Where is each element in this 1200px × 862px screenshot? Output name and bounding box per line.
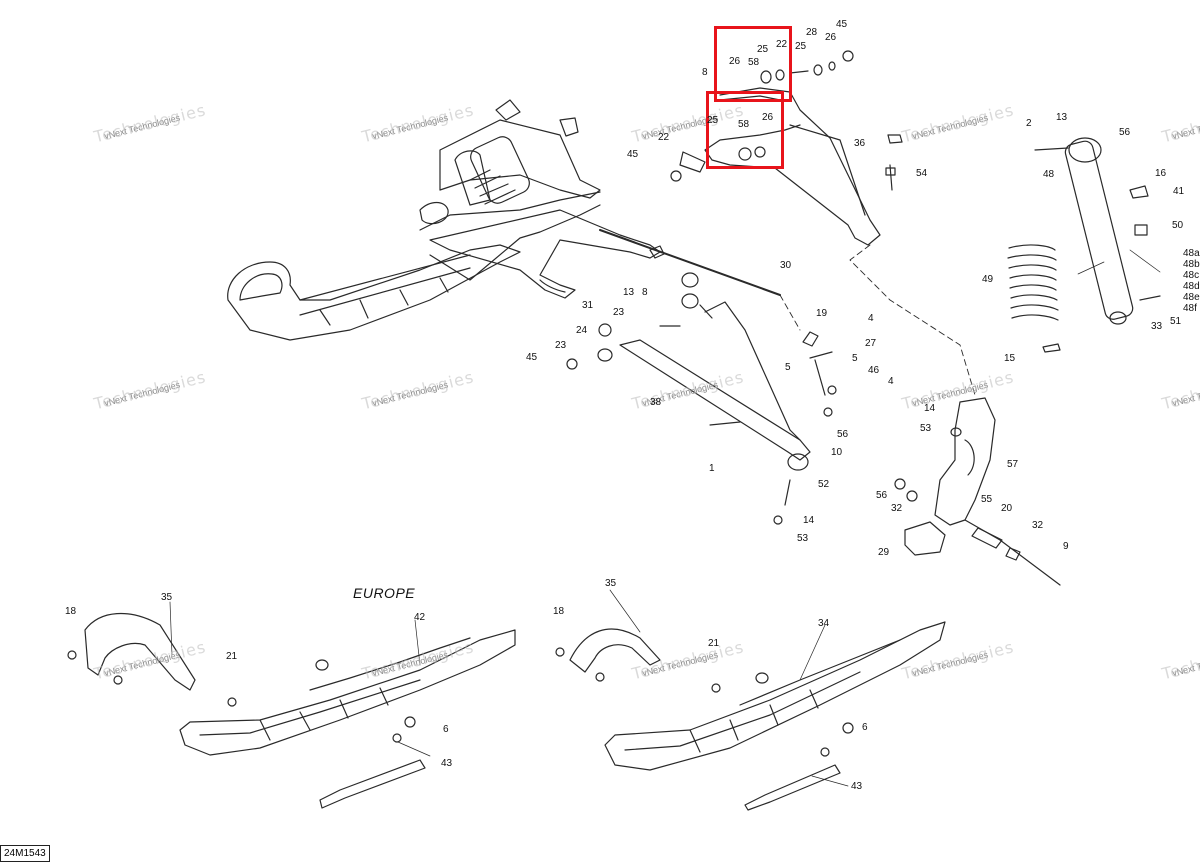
callout-label[interactable]: 14	[803, 515, 815, 526]
leader-lines	[779, 244, 976, 396]
callout-label[interactable]: 53	[920, 423, 932, 434]
callout-label[interactable]: 21	[708, 638, 720, 649]
callout-leaders	[169, 249, 1161, 787]
callout-label[interactable]: 22	[776, 39, 788, 50]
callout-label[interactable]: 51	[1170, 316, 1182, 327]
callout-label[interactable]: 31	[582, 300, 594, 311]
europe-ski-assembly	[67, 613, 516, 809]
callout-label[interactable]: 14	[924, 403, 936, 414]
shock-and-spring	[1007, 137, 1161, 353]
callout-label[interactable]: 54	[916, 168, 928, 179]
callout-label[interactable]: 21	[226, 651, 238, 662]
callout-label[interactable]: 56	[1119, 127, 1131, 138]
callout-label[interactable]: 19	[816, 308, 828, 319]
callout-label[interactable]: 35	[161, 592, 173, 603]
callout-label[interactable]: 13	[1056, 112, 1068, 123]
callout-label[interactable]: 48f	[1183, 303, 1197, 314]
callout-label[interactable]: 57	[1007, 459, 1019, 470]
assembled-ski-suspension	[227, 99, 781, 341]
callout-label[interactable]: 38	[650, 397, 662, 408]
callout-label[interactable]: 9	[1063, 541, 1069, 552]
callout-label[interactable]: 46	[868, 365, 880, 376]
callout-label[interactable]: 56	[876, 490, 888, 501]
callout-label[interactable]: 16	[1155, 168, 1167, 179]
callout-label[interactable]: 32	[1032, 520, 1044, 531]
callout-label[interactable]: 43	[441, 758, 453, 769]
callout-label[interactable]: 58	[748, 57, 760, 68]
callout-label[interactable]: 5	[852, 353, 858, 364]
callout-label[interactable]: 25	[795, 41, 807, 52]
callout-label[interactable]: 26	[825, 32, 837, 43]
upper-a-arm	[670, 50, 903, 246]
callout-label[interactable]: 25	[707, 115, 719, 126]
callout-label[interactable]: 26	[729, 56, 741, 67]
callout-label[interactable]: 6	[862, 722, 868, 733]
region-title: EUROPE	[353, 585, 416, 601]
callout-label[interactable]: 4	[888, 376, 894, 387]
callout-label[interactable]: 32	[891, 503, 903, 514]
callout-label[interactable]: 28	[806, 27, 818, 38]
callout-label[interactable]: 48b	[1183, 259, 1200, 270]
callout-label[interactable]: 13	[623, 287, 635, 298]
standard-ski-assembly	[555, 621, 946, 811]
callout-label[interactable]: 41	[1173, 186, 1185, 197]
callout-label[interactable]: 43	[851, 781, 863, 792]
callout-label[interactable]: 52	[818, 479, 830, 490]
callout-label[interactable]: 48e	[1183, 292, 1200, 303]
callout-label[interactable]: 15	[1004, 353, 1016, 364]
callout-label[interactable]: 36	[854, 138, 866, 149]
spindle-knuckle	[894, 397, 1061, 586]
callout-label[interactable]: 2	[1026, 118, 1032, 129]
callout-label[interactable]: 25	[757, 44, 769, 55]
callout-label[interactable]: 20	[1001, 503, 1013, 514]
callout-label[interactable]: 58	[738, 119, 750, 130]
callout-label[interactable]: 8	[642, 287, 648, 298]
callout-label[interactable]: 8	[702, 67, 708, 78]
callout-label[interactable]: 45	[526, 352, 538, 363]
callout-label[interactable]: 33	[1151, 321, 1163, 332]
callout-label[interactable]: 42	[414, 612, 426, 623]
highlight-box-lower[interactable]	[706, 91, 784, 169]
callout-label[interactable]: 35	[605, 578, 617, 589]
callout-label[interactable]: 45	[627, 149, 639, 160]
callout-label[interactable]: 27	[865, 338, 877, 349]
callout-label[interactable]: 26	[762, 112, 774, 123]
callout-label[interactable]: 48a	[1183, 248, 1200, 259]
callout-label[interactable]: 53	[797, 533, 809, 544]
callout-label[interactable]: 49	[982, 274, 994, 285]
callout-label[interactable]: 24	[576, 325, 588, 336]
highlight-box-upper[interactable]	[714, 26, 792, 102]
callout-label[interactable]: 6	[443, 724, 449, 735]
lower-a-arm	[566, 272, 837, 525]
callout-label[interactable]: 18	[65, 606, 77, 617]
callout-label[interactable]: 10	[831, 447, 843, 458]
callout-label[interactable]: 4	[868, 313, 874, 324]
callout-label[interactable]: 45	[836, 19, 848, 30]
callout-label[interactable]: 5	[785, 362, 791, 373]
callout-label[interactable]: 55	[981, 494, 993, 505]
callout-label[interactable]: 30	[780, 260, 792, 271]
callout-label[interactable]: 1	[709, 463, 715, 474]
callout-label[interactable]: 34	[818, 618, 830, 629]
callout-label[interactable]: 18	[553, 606, 565, 617]
diagram-code: 24M1543	[0, 845, 50, 862]
callout-label[interactable]: 23	[555, 340, 567, 351]
callout-label[interactable]: 22	[658, 132, 670, 143]
callout-label[interactable]: 56	[837, 429, 849, 440]
callout-label[interactable]: 50	[1172, 220, 1184, 231]
callout-label[interactable]: 48	[1043, 169, 1055, 180]
callout-label[interactable]: 48d	[1183, 281, 1200, 292]
callout-label[interactable]: 48c	[1183, 270, 1200, 281]
callout-label[interactable]: 29	[878, 547, 890, 558]
callout-label[interactable]: 23	[613, 307, 625, 318]
